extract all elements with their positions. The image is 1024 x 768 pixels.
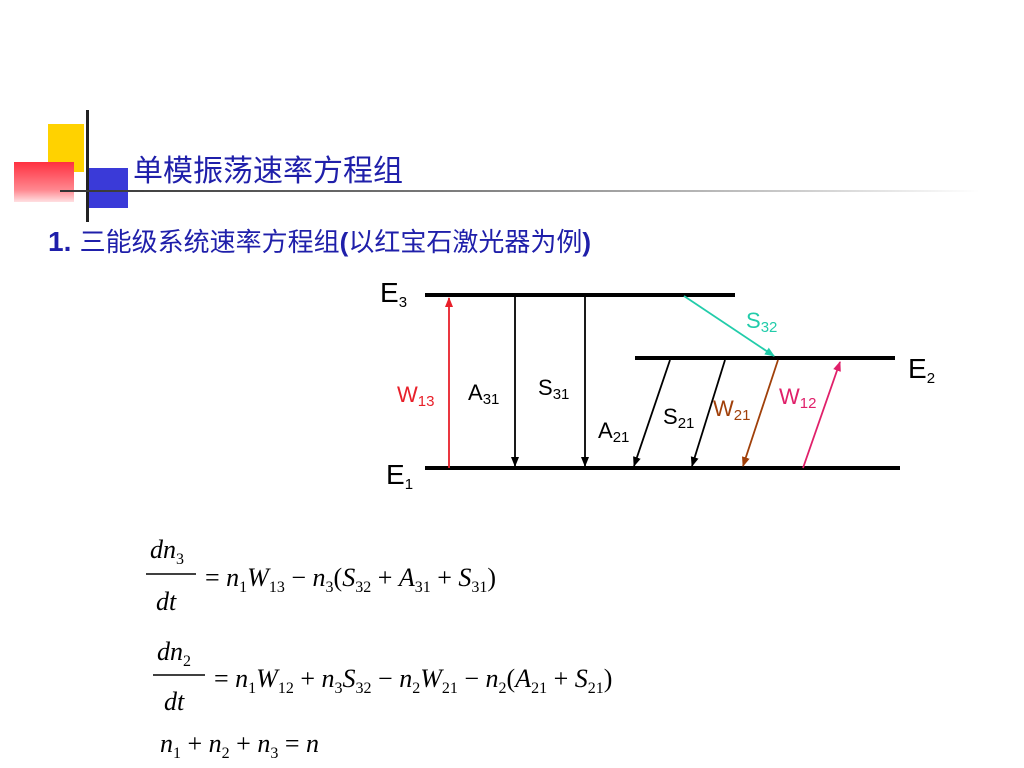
ornament-blue-square: [88, 168, 128, 208]
ornament-horizontal-line: [60, 190, 980, 192]
ornament-pink-square: [14, 162, 74, 202]
level-label-e3: E3: [380, 277, 407, 311]
equation-1: dn3 dt = n1W13 − n3(S32 + A31 + S31): [146, 535, 496, 616]
label-w21: W21: [713, 396, 750, 424]
subtitle-note: 以红宝石激光器为例: [348, 228, 583, 258]
label-s21: S21: [663, 404, 694, 432]
eq1-numerator: dn3: [150, 535, 184, 568]
label-s32: S32: [746, 308, 777, 336]
label-w13: W13: [397, 382, 434, 410]
label-a21: A21: [598, 418, 629, 446]
eq2-numerator: dn2: [157, 637, 191, 670]
ornament-vertical-line: [86, 110, 89, 222]
slide-subtitle: 1. 三能级系统速率方程组(以红宝石激光器为例): [48, 222, 591, 259]
slide-ornament: [0, 0, 980, 230]
level-label-e1: E1: [386, 459, 413, 493]
equation-2: dn2 dt = n1W12 + n3S32 − n2W21 − n2(A21 …: [153, 637, 612, 716]
energy-level-diagram: E3 E2 E1 W13 A31 S31 S32 A21 S21 W21 W12: [380, 277, 935, 493]
eq2-denominator: dt: [164, 687, 185, 716]
arrow-w21: [742, 359, 779, 467]
equation-3: n1 + n2 + n3 = n: [160, 729, 319, 762]
subtitle-text: 三能级系统速率方程组: [79, 228, 340, 258]
subtitle-close-paren: ): [582, 227, 591, 257]
label-a31: A31: [468, 380, 499, 408]
level-label-e2: E2: [908, 353, 935, 387]
subtitle-number: 1.: [48, 226, 72, 257]
arrow-a21: [633, 359, 671, 467]
eq1-rhs: = n1W13 − n3(S32 + A31 + S31): [205, 563, 496, 596]
label-w12: W12: [779, 384, 816, 412]
arrow-s21: [690, 359, 726, 467]
subtitle-open-paren: (: [339, 227, 349, 257]
eq3-text: n1 + n2 + n3 = n: [160, 729, 319, 762]
arrow-s32: [683, 295, 775, 357]
slide-title: 单模振荡速率方程组: [133, 154, 403, 189]
rate-equations: dn3 dt = n1W13 − n3(S32 + A31 + S31) dn2…: [146, 535, 612, 762]
label-s31: S31: [538, 375, 569, 403]
eq1-denominator: dt: [156, 587, 177, 616]
eq2-rhs: = n1W12 + n3S32 − n2W21 − n2(A21 + S21): [214, 664, 612, 697]
arrow-w12: [802, 361, 841, 469]
